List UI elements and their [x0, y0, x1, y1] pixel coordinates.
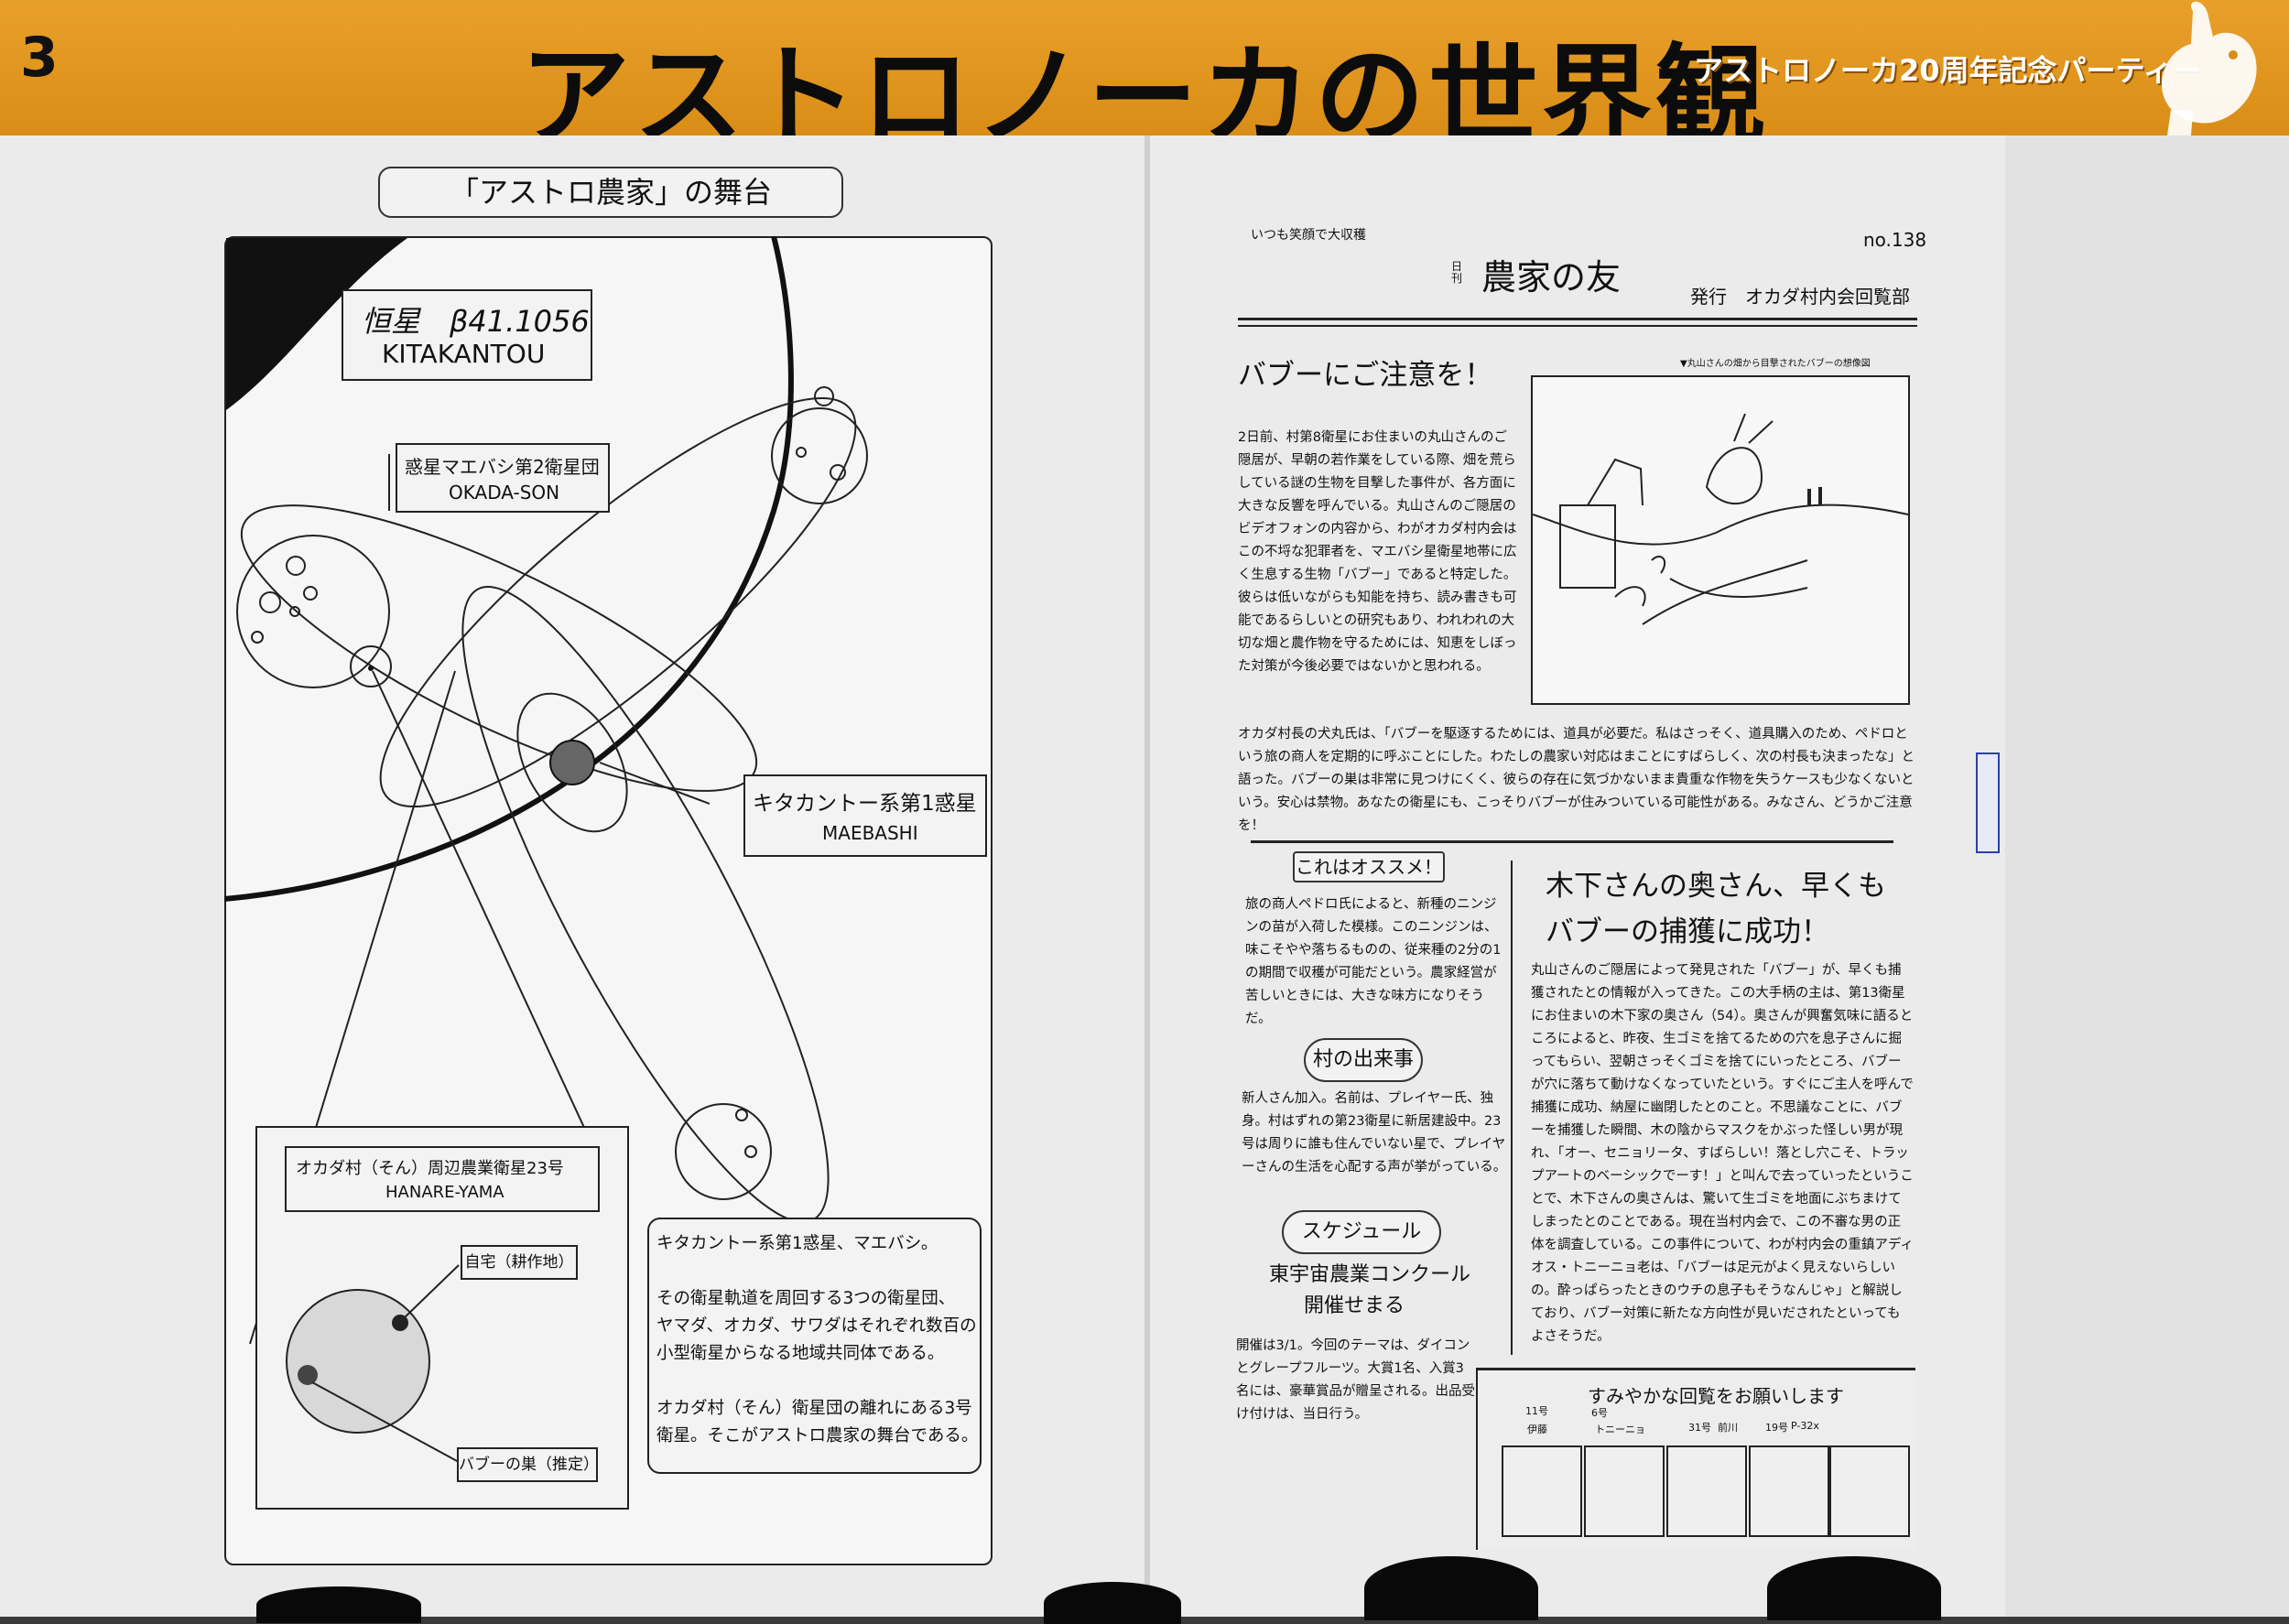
- hanare-yama-satellite: [286, 1264, 460, 1463]
- left-page-heading: 「アストロ農家」の舞台: [378, 167, 843, 218]
- desc-line-2: その衛星軌道を周回する3つの衛星団、: [656, 1289, 956, 1308]
- desc-line-3: ヤマダ、オカダ、サワダはそれぞれ数百の: [656, 1316, 977, 1336]
- planet-label-box: キタカントー系第1惑星 MAEBASHI: [743, 774, 987, 857]
- newspaper-issue: no.138: [1863, 229, 1927, 251]
- slide-number: 3: [20, 26, 59, 90]
- moon-label-line2: OKADA-SON: [449, 482, 560, 503]
- contest-title-1: 東宇宙農業コンクール: [1269, 1263, 1471, 1286]
- star-label-box: 恒星 β41.1056 KITAKANTOU: [342, 289, 592, 381]
- circulation-title: すみやかな回覧をお願いします: [1588, 1385, 1844, 1407]
- description-box: キタカントー系第1惑星、マエバシ。 その衛星軌道を周回する3つの衛星団、 ヤマダ…: [647, 1218, 982, 1474]
- desc-line-6: 衛星。そこがアストロ農家の舞台である。: [656, 1426, 979, 1445]
- article-1-body: 2日前、村第8衛星にお住まいの丸山さんのご隠居が、早朝の若作業をしている際、畑を…: [1238, 430, 1517, 674]
- desc-line-1: キタカントー系第1惑星、マエバシ。: [656, 1234, 938, 1253]
- babu-illustration: [1531, 375, 1910, 705]
- page-gutter: [1144, 135, 1150, 1617]
- circulation-name-4: P-32x: [1791, 1420, 1819, 1432]
- masthead-rule: [1238, 318, 1917, 320]
- moon-label-box: 惑星マエバシ第2衛星団 OKADA-SON: [396, 443, 610, 513]
- section-events: 村の出来事: [1304, 1038, 1423, 1082]
- circulation-name-2: トニーニョ: [1595, 1424, 1645, 1435]
- stamp-box-4: [1749, 1445, 1829, 1537]
- image-caption: ▼丸山さんの畑から目撃されたバブーの想像図: [1680, 359, 1871, 369]
- newspaper-publisher: 発行 オカダ村内会回覧部: [1690, 286, 1910, 308]
- circulation-area: すみやかな回覧をお願いします 11号 伊藤 6号 トニーニョ 31号 前川 19…: [1476, 1368, 1915, 1550]
- circulation-no-1: 11号: [1525, 1405, 1548, 1417]
- inset-title-box: オカダ村（そん）周辺農業衛星23号 HANARE-YAMA: [285, 1146, 600, 1212]
- newspaper-motto: いつも笑顔で大収穫: [1251, 228, 1366, 243]
- newspaper-daily-label: 日刊: [1451, 260, 1463, 285]
- page-margin: [2005, 135, 2289, 1617]
- headline-capture-1: 木下さんの奥さん、早くも: [1546, 870, 1886, 903]
- slide-subtitle: アストロノーカ20周年記念パーティー: [1694, 53, 2202, 88]
- inset-title-line1: オカダ村（そん）周辺農業衛星23号: [296, 1159, 564, 1178]
- inset-title-line2: HANARE-YAMA: [385, 1183, 504, 1202]
- headline-capture-2: バブーの捕獲に成功！: [1546, 915, 1829, 948]
- circulation-name-3: 前川: [1718, 1422, 1738, 1434]
- moon-label-line1: 惑星マエバシ第2衛星団: [405, 456, 600, 478]
- osusume-body: 旅の商人ペドロ氏によると、新種のニンジンの苗が入荷した模様。このニンジンは、味こ…: [1245, 897, 1502, 1026]
- stamp-box-5: [1829, 1445, 1910, 1537]
- planet-label-line1: キタカントー系第1惑星: [753, 792, 977, 816]
- masthead-rule-2: [1238, 325, 1917, 327]
- events-body: 新人さん加入。名前は、プレイヤー氏、独身。村はずれの第23衛星に新居建設中。23…: [1242, 1091, 1507, 1175]
- babu-sketch: [1532, 413, 1909, 625]
- contest-body: 開催は3/1。今回のテーマは、ダイコンとグレープフルーツ。大賞1名、入賞3名には…: [1236, 1338, 1475, 1422]
- audience-head-1: [256, 1586, 421, 1623]
- headline-babu-warning: バブーにご注意を！: [1238, 359, 1493, 392]
- circulation-name-1: 伊藤: [1527, 1424, 1547, 1435]
- star-label-line2: KITAKANTOU: [382, 339, 546, 369]
- slide-header: [0, 0, 2289, 135]
- section-osusume: これはオススメ！: [1293, 851, 1445, 882]
- audience-head-4: [1767, 1556, 1941, 1620]
- section-schedule: スケジュール: [1282, 1210, 1441, 1254]
- desc-line-4: 小型衛星からなる地域共同体である。: [656, 1344, 945, 1363]
- stamp-box-3: [1666, 1445, 1747, 1537]
- column-divider: [1511, 861, 1513, 1355]
- hanare-yama-inset: オカダ村（そん）周辺農業衛星23号 HANARE-YAMA 自宅（耕作地） バブ…: [255, 1126, 629, 1510]
- section-rule: [1251, 840, 1893, 843]
- approval-stamp-icon: [1976, 752, 2000, 853]
- audience-head-2: [1044, 1582, 1181, 1624]
- stamp-box-1: [1502, 1445, 1582, 1537]
- planet-label-line2: MAEBASHI: [822, 822, 918, 844]
- article-1-continued: オカダ村長の犬丸氏は、「バブーを駆逐するためには、道具が必要だ。私はさっそく、道…: [1238, 727, 1915, 833]
- home-label: 自宅（耕作地）: [461, 1245, 578, 1280]
- desc-line-5: オカダ村（そん）衛星団の離れにある3号: [656, 1399, 972, 1418]
- circulation-no-3: 31号: [1688, 1422, 1711, 1434]
- contest-title-2: 開催せまる: [1304, 1294, 1405, 1317]
- audience-head-3: [1364, 1556, 1538, 1620]
- rabbit-mascot-icon: [2161, 1, 2257, 135]
- circulation-no-4: 19号: [1765, 1422, 1788, 1434]
- stamp-box-2: [1584, 1445, 1665, 1537]
- star-system-map: [224, 236, 868, 1345]
- nest-label: バブーの巣（推定）: [457, 1447, 599, 1482]
- circulation-no-2: 6号: [1591, 1407, 1608, 1419]
- star-label-line1: 恒星 β41.1056: [362, 304, 590, 339]
- article-2-body: 丸山さんのご隠居によって発見された「バブー」が、早くも捕獲されたとの情報が入って…: [1531, 963, 1914, 1344]
- newspaper-title: 農家の友: [1481, 257, 1622, 298]
